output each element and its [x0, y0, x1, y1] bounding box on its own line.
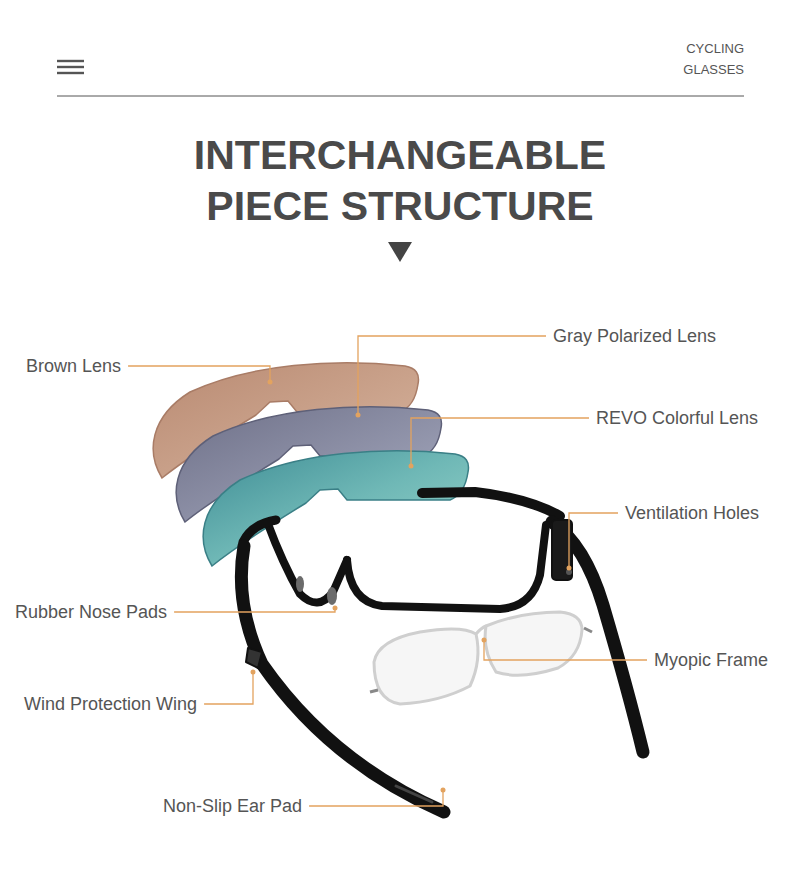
leader-dot: [441, 788, 446, 793]
down-triangle: [388, 242, 412, 262]
leader-dot: [409, 464, 414, 469]
leader-line: [358, 336, 546, 415]
part-label: Rubber Nose Pads: [15, 601, 167, 623]
leader-dot: [333, 606, 338, 611]
leader-line: [569, 513, 618, 568]
leader-dot: [251, 670, 256, 675]
part-label: Gray Polarized Lens: [553, 325, 716, 347]
part-label: Ventilation Holes: [625, 502, 759, 524]
part-label: Wind Protection Wing: [24, 693, 197, 715]
leader-line: [411, 418, 589, 466]
leader-line: [309, 790, 443, 806]
part-label: Brown Lens: [26, 355, 121, 377]
leader-line: [128, 366, 270, 382]
page-title: INTERCHANGEABLE PIECE STRUCTURE: [160, 130, 640, 232]
header-rule: [57, 96, 744, 97]
leader-line: [484, 640, 647, 660]
leader-dot: [567, 566, 572, 571]
nose-pads: [296, 576, 337, 605]
leader-dot: [356, 413, 361, 418]
part-label: REVO Colorful Lens: [596, 407, 758, 429]
leader-line: [204, 672, 253, 704]
part-label: Myopic Frame: [654, 649, 768, 671]
leader-dot: [268, 380, 273, 385]
frame: [241, 492, 643, 812]
lens-stack: [153, 363, 468, 566]
menu-icon: [57, 61, 84, 73]
myopic-frame: [370, 612, 592, 704]
leader-line: [174, 608, 335, 612]
part-label: Non-Slip Ear Pad: [163, 795, 302, 817]
leader-dot: [482, 638, 487, 643]
header-label: CYCLING GLASSES: [670, 38, 744, 80]
